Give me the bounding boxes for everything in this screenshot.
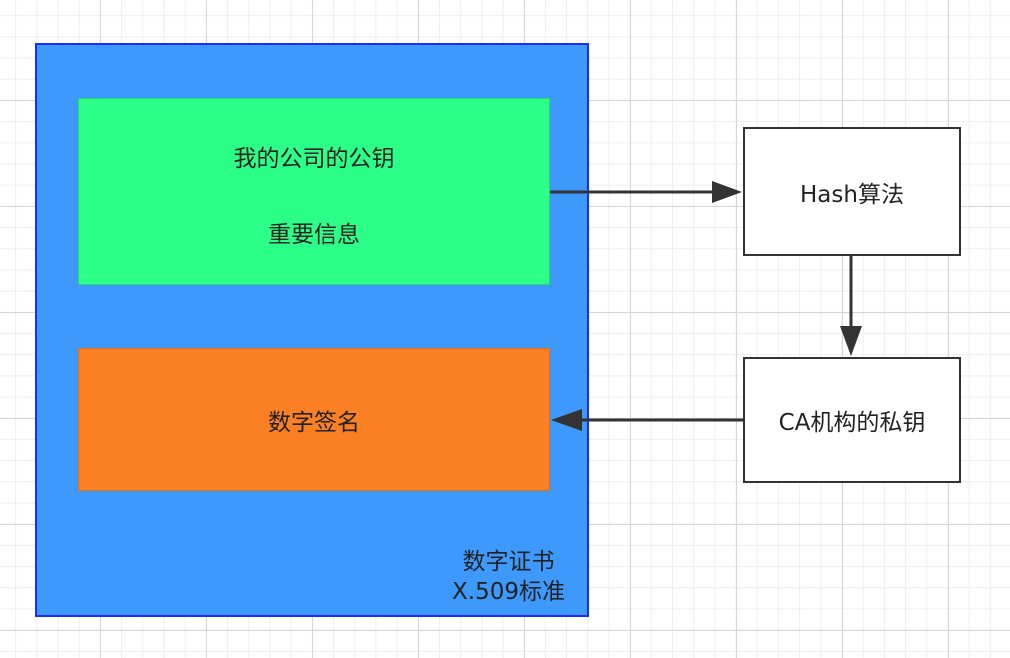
edge-ca-to-signature-arrowhead — [551, 409, 582, 431]
certificate-title: 数字证书 — [462, 549, 555, 575]
ca-private-key-node: CA机构的私钥 — [743, 357, 961, 483]
edge-info-to-hash — [550, 181, 742, 203]
edge-hash-to-ca — [840, 256, 862, 356]
important-info-box: 我的公司的公钥 重要信息 — [78, 98, 550, 285]
hash-algorithm-label: Hash算法 — [800, 181, 904, 208]
hash-algorithm-node: Hash算法 — [743, 127, 961, 256]
certificate-standard: X.509标准 — [452, 579, 565, 605]
company-public-key-label: 我的公司的公钥 — [233, 146, 395, 172]
edge-hash-to-ca-arrowhead — [840, 326, 862, 356]
edge-info-to-hash-arrowhead — [712, 181, 742, 203]
digital-signature-label: 数字签名 — [268, 409, 360, 436]
edge-ca-to-signature — [551, 409, 743, 431]
important-info-label: 重要信息 — [268, 222, 360, 248]
ca-private-key-label: CA机构的私钥 — [778, 410, 926, 436]
certificate-caption: 数字证书 X.509标准 — [452, 547, 565, 607]
digital-signature-box: 数字签名 — [78, 348, 550, 491]
